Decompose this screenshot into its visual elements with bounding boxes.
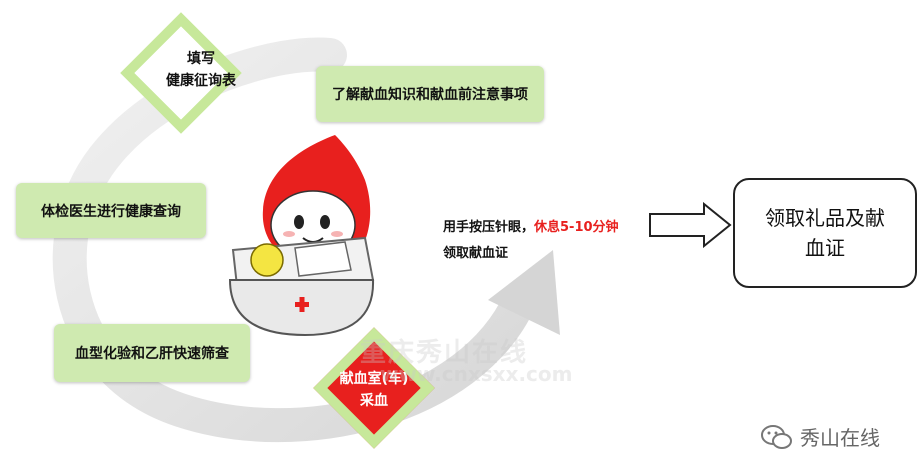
final-box-line2: 血证 [805,236,845,260]
fill-form-line1: 填写 [187,51,215,67]
final-box-line1: 领取礼品及献 [765,206,885,230]
final-step-box: 领取礼品及献 血证 [733,178,917,288]
checkup-label: 体检医生进行健康查询 [41,203,181,220]
certificate-note: 领取献血证 [443,246,509,261]
watermark-url: www.cnxsxx.com [380,362,573,386]
learn-knowledge-box: 了解献血知识和献血前注意事项 [316,66,544,122]
press-note-red: 休息5-10分钟 [534,220,619,235]
checkup-box: 体检医生进行健康查询 [16,183,206,238]
brand-watermark: 秀山在线 [760,422,880,451]
brand-label: 秀山在线 [800,426,880,450]
press-note-black: 用手按压针眼， [443,220,535,235]
watermark-text: 重庆秀山在线 [360,338,529,368]
wechat-icon [761,424,792,449]
collection-line1: 献血室(车) [339,371,409,387]
blood-test-box: 血型化验和乙肝快速筛查 [54,324,250,382]
collection-text: 献血室(车) 采血 [318,368,430,412]
learn-knowledge-label: 了解献血知识和献血前注意事项 [332,87,528,103]
fill-form-line2: 健康征询表 [166,73,236,89]
outline-arrow [649,202,732,248]
collection-line2: 采血 [360,393,388,409]
blood-test-label: 血型化验和乙肝快速筛查 [75,346,229,362]
blood-drop-mascot-illustration [228,135,375,337]
cycle-arrowhead [488,250,560,335]
press-note: 用手按压针眼，休息5-10分钟 领取献血证 [443,215,619,267]
fill-form-text: 填写 健康征询表 [146,48,256,92]
